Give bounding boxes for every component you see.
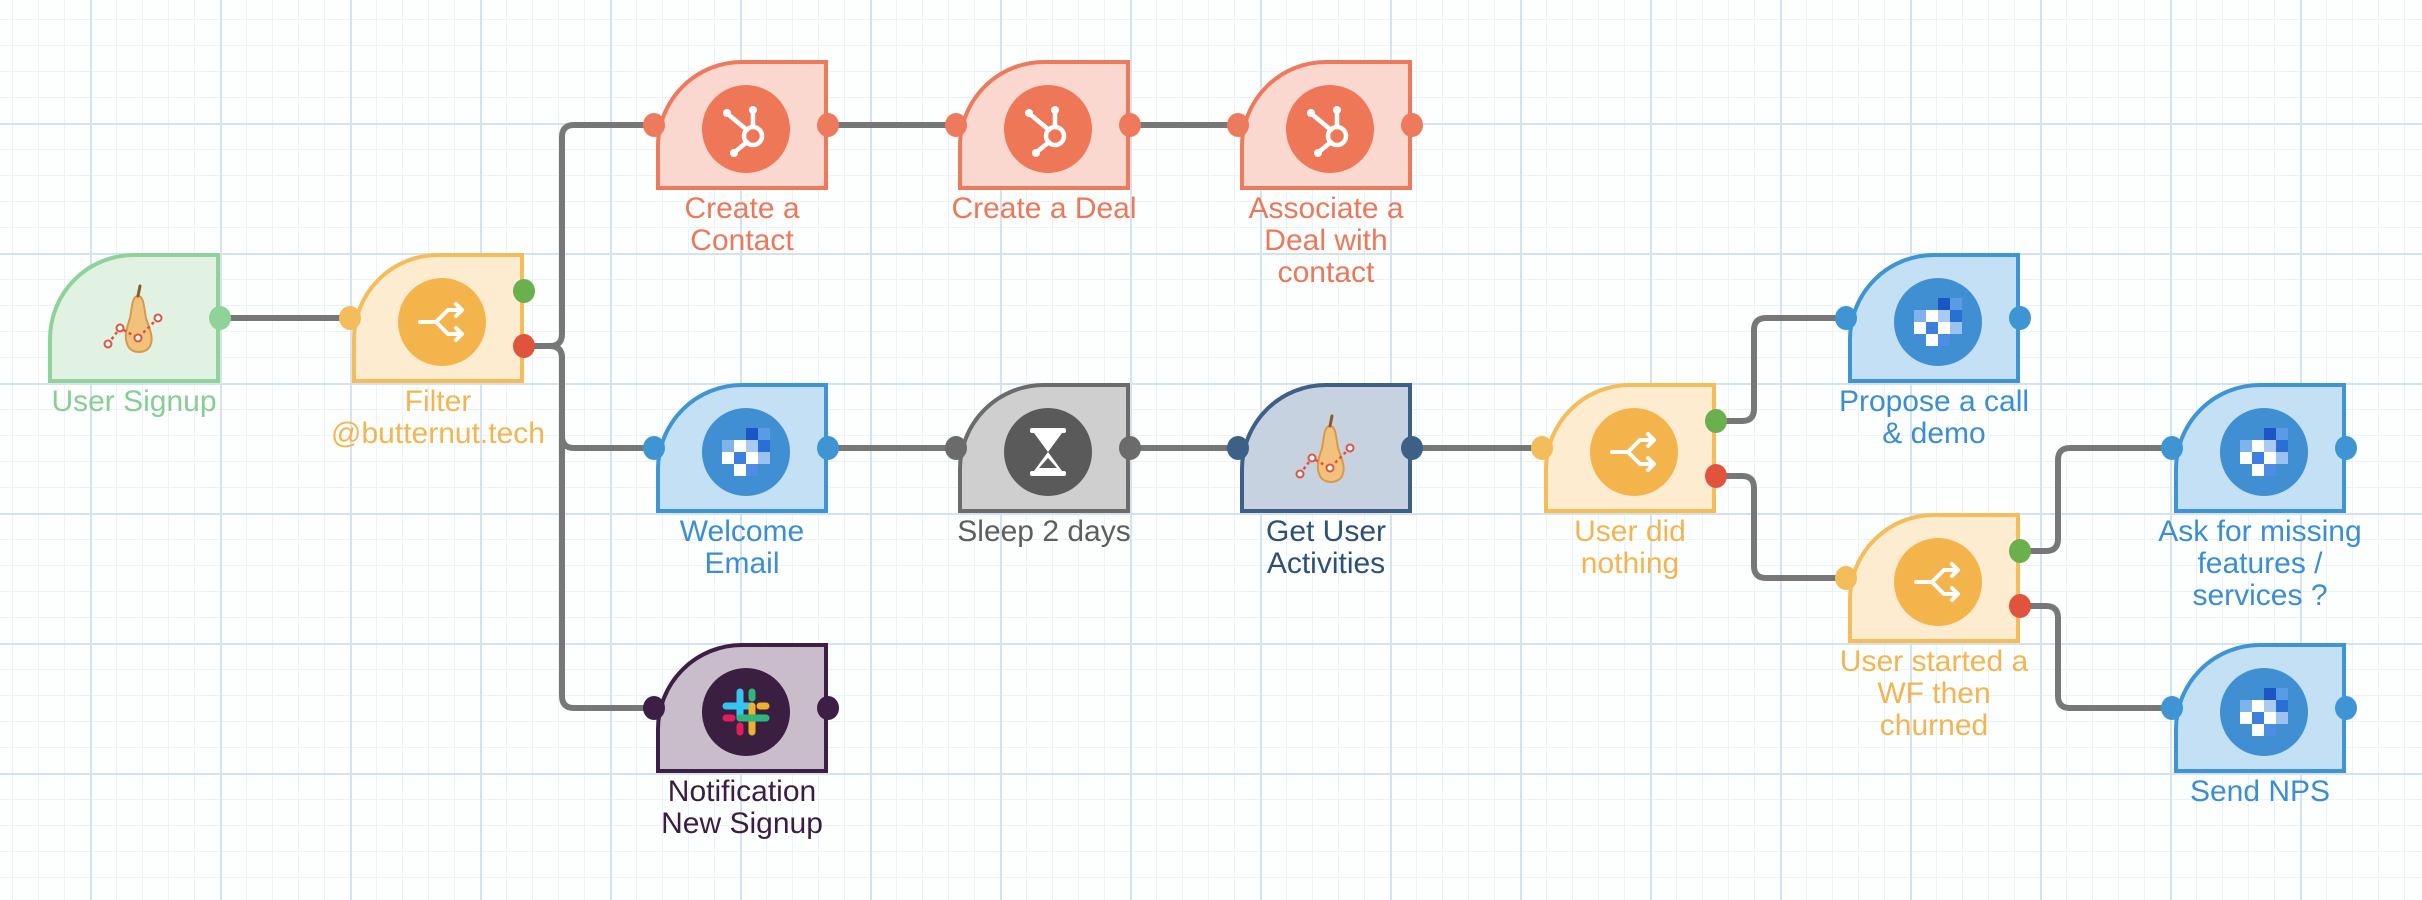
input-port[interactable] bbox=[643, 696, 665, 720]
hourglass-icon bbox=[1004, 408, 1092, 496]
workflow-node-user-signup[interactable] bbox=[48, 253, 231, 383]
edge-user-churned-to-send-nps[interactable] bbox=[2019, 603, 2175, 711]
filter-split-icon bbox=[1590, 408, 1678, 496]
output-port[interactable] bbox=[1119, 113, 1141, 137]
hubspot-icon bbox=[1286, 85, 1374, 173]
output-port[interactable] bbox=[1401, 113, 1423, 137]
input-port[interactable] bbox=[643, 436, 665, 460]
output-port[interactable] bbox=[2335, 696, 2357, 720]
mail-grid-icon bbox=[2220, 668, 2308, 756]
node-label-ask-missing: Ask for missing features / services ?Ask… bbox=[2158, 515, 2362, 612]
input-port[interactable] bbox=[1835, 306, 1857, 330]
filter-split-icon bbox=[1894, 538, 1982, 626]
workflow-node-get-activities[interactable] bbox=[1227, 383, 1423, 513]
false-output-port[interactable] bbox=[513, 334, 535, 358]
node-label-user-signup: User SignupUser Signup bbox=[51, 385, 217, 418]
output-port[interactable] bbox=[2335, 436, 2357, 460]
input-port[interactable] bbox=[2161, 696, 2183, 720]
hubspot-icon bbox=[1004, 85, 1092, 173]
node-label-create-deal: Create a DealCreate a Deal bbox=[951, 192, 1137, 225]
filter-split-icon bbox=[398, 278, 486, 366]
node-label-filter-butternut: Filter @butternut.techFilter@butternut.t… bbox=[331, 385, 545, 450]
edge-user-did-nothing-to-user-churned[interactable] bbox=[1715, 473, 1849, 581]
true-output-port[interactable] bbox=[2009, 539, 2031, 563]
workflow-node-create-deal[interactable] bbox=[945, 60, 1141, 190]
node-label-slack-notify: Notification New SignupNotificationNew S… bbox=[661, 775, 823, 840]
input-port[interactable] bbox=[945, 436, 967, 460]
workflow-node-user-did-nothing[interactable] bbox=[1531, 383, 1727, 513]
node-label-associate-deal: Associate a Deal with contactAssociate a… bbox=[1248, 192, 1404, 289]
true-output-port[interactable] bbox=[1705, 409, 1727, 433]
output-port[interactable] bbox=[2009, 306, 2031, 330]
false-output-port[interactable] bbox=[2009, 594, 2031, 618]
edge-user-did-nothing-to-propose-call[interactable] bbox=[1715, 315, 1849, 424]
output-port[interactable] bbox=[817, 436, 839, 460]
slack-icon bbox=[702, 668, 790, 756]
edge-user-churned-to-ask-missing[interactable] bbox=[2019, 445, 2175, 554]
input-port[interactable] bbox=[1227, 436, 1249, 460]
output-port[interactable] bbox=[1119, 436, 1141, 460]
input-port[interactable] bbox=[1835, 566, 1857, 590]
output-port[interactable] bbox=[209, 306, 231, 330]
workflow-node-associate-deal[interactable] bbox=[1227, 60, 1423, 190]
workflow-node-propose-call[interactable] bbox=[1835, 253, 2031, 383]
node-label-user-churned: User started a WF then churnedUser start… bbox=[1839, 645, 2029, 742]
workflow-node-filter-butternut[interactable] bbox=[339, 253, 535, 383]
node-label-sleep: Sleep 2 daysSleep 2 days bbox=[957, 515, 1131, 548]
mail-grid-icon bbox=[702, 408, 790, 496]
node-label-propose-call: Propose a call & demoPropose a call& dem… bbox=[1838, 385, 2030, 450]
output-port[interactable] bbox=[817, 696, 839, 720]
mail-grid-icon bbox=[1894, 278, 1982, 366]
false-output-port[interactable] bbox=[1705, 464, 1727, 488]
workflow-node-send-nps[interactable] bbox=[2161, 643, 2357, 773]
input-port[interactable] bbox=[1227, 113, 1249, 137]
hubspot-icon bbox=[702, 85, 790, 173]
workflow-node-sleep[interactable] bbox=[945, 383, 1141, 513]
workflow-node-welcome-email[interactable] bbox=[643, 383, 839, 513]
input-port[interactable] bbox=[643, 113, 665, 137]
input-port[interactable] bbox=[2161, 436, 2183, 460]
output-port[interactable] bbox=[1401, 436, 1423, 460]
workflow-node-user-churned[interactable] bbox=[1835, 513, 2031, 643]
true-output-port[interactable] bbox=[513, 279, 535, 303]
output-port[interactable] bbox=[817, 113, 839, 137]
workflow-node-slack-notify[interactable] bbox=[643, 643, 839, 773]
pear-trigger-icon bbox=[94, 278, 182, 366]
input-port[interactable] bbox=[339, 306, 361, 330]
pear-action-icon bbox=[1286, 408, 1374, 496]
node-label-welcome-email: Welcome EmailWelcomeEmail bbox=[679, 515, 805, 580]
edge-filter-butternut-to-slack-notify[interactable] bbox=[523, 343, 657, 711]
node-label-send-nps: Send NPSSend NPS bbox=[2189, 775, 2331, 808]
mail-grid-icon bbox=[2220, 408, 2308, 496]
workflow-node-create-contact[interactable] bbox=[643, 60, 839, 190]
input-port[interactable] bbox=[1531, 436, 1553, 460]
workflow-node-ask-missing[interactable] bbox=[2161, 383, 2357, 513]
input-port[interactable] bbox=[945, 113, 967, 137]
